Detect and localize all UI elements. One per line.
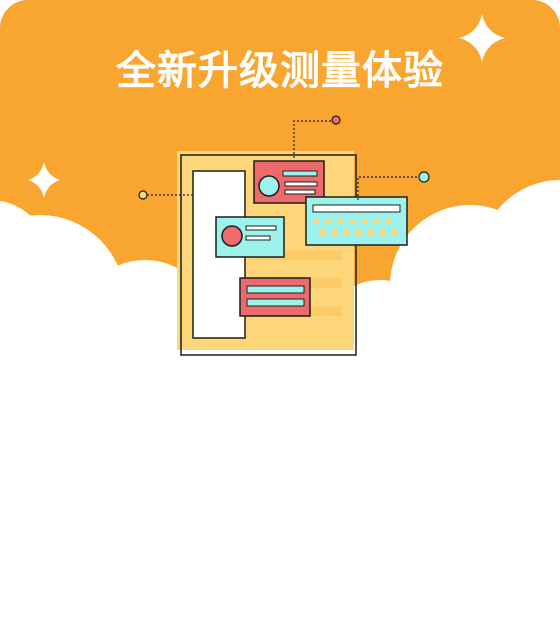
profile-card-red xyxy=(253,160,325,204)
pointer-dot xyxy=(331,115,341,125)
profile-card-cyan xyxy=(215,216,285,258)
cloud-shapes xyxy=(0,180,560,624)
pointer-dot xyxy=(138,190,148,200)
bar-card-red xyxy=(239,277,311,317)
sparkle-icon xyxy=(459,14,505,62)
sparkle-icon xyxy=(28,162,60,198)
data-card-cyan xyxy=(305,196,408,246)
banner-title: 全新升级测量体验 xyxy=(116,48,444,94)
measure-pointer-lines xyxy=(147,120,421,200)
measure-document-illustration xyxy=(138,115,430,356)
pointer-dot xyxy=(418,171,430,183)
